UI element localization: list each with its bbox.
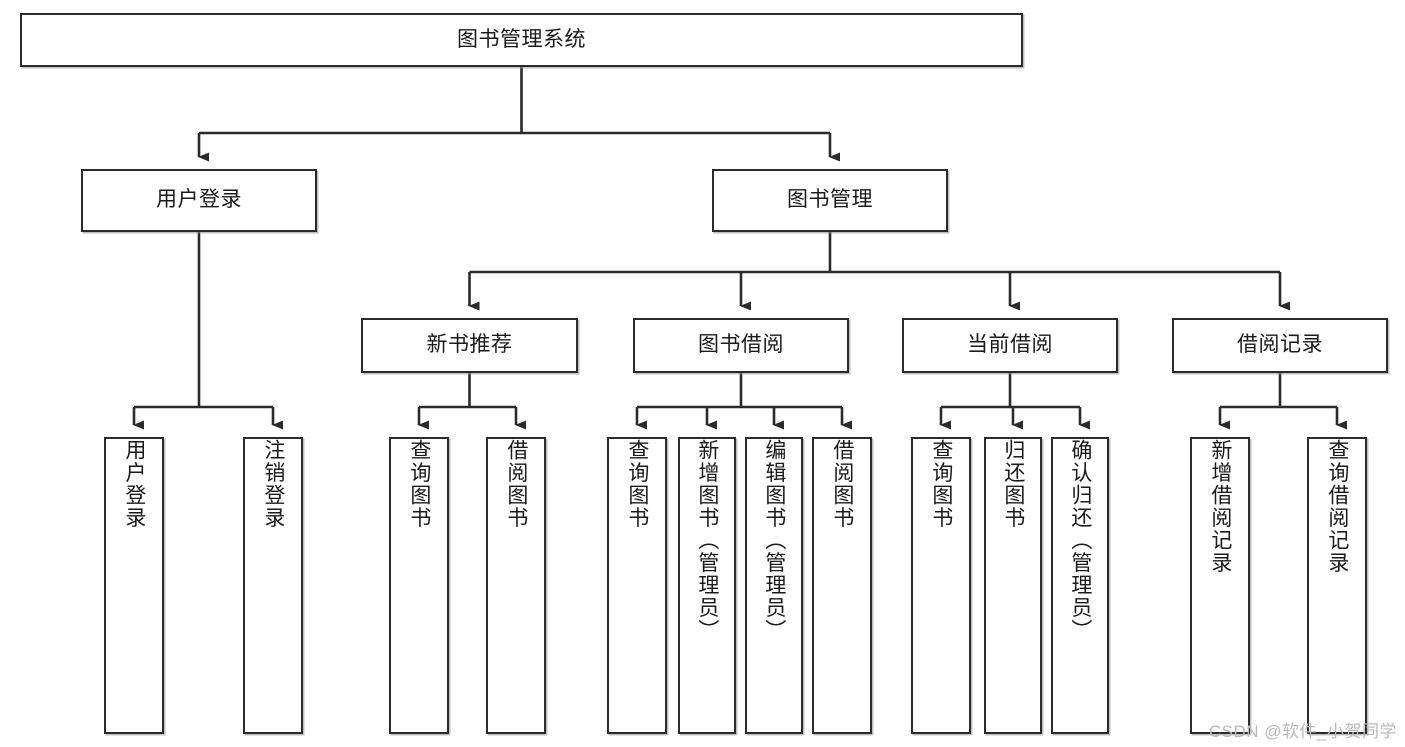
node-root-label: 图书管理系统 xyxy=(457,27,586,51)
node-leaf-add-borrow-record-label: 新增借阅记录 xyxy=(1208,439,1232,574)
node-leaf-return-book-label: 归还图书 xyxy=(1001,439,1025,529)
node-leaf-query-borrow-record-label: 查询借阅记录 xyxy=(1325,439,1349,574)
node-borrow-record-label: 借阅记录 xyxy=(1237,333,1323,357)
node-user-login-label: 用户登录 xyxy=(156,188,242,212)
node-leaf-user-login[interactable]: 用户登录 xyxy=(104,437,164,734)
node-book-borrow[interactable]: 图书借阅 xyxy=(633,318,849,373)
node-user-login[interactable]: 用户登录 xyxy=(81,169,317,232)
node-current-borrow[interactable]: 当前借阅 xyxy=(902,318,1118,373)
node-leaf-query-book-borrow[interactable]: 查询图书 xyxy=(607,437,667,734)
node-leaf-borrow-book-rec-label: 借阅图书 xyxy=(504,439,528,529)
node-book-borrow-label: 图书借阅 xyxy=(698,333,784,357)
node-leaf-borrow-book-label: 借阅图书 xyxy=(830,439,854,529)
node-book-manage-label: 图书管理 xyxy=(787,188,873,212)
node-root[interactable]: 图书管理系统 xyxy=(20,13,1023,67)
node-leaf-edit-book-admin[interactable]: 编辑图书（管理员） xyxy=(745,437,803,734)
csdn-watermark: CSDN @软件_小贺同学 xyxy=(1208,722,1397,741)
node-leaf-confirm-return-admin[interactable]: 确认归还（管理员） xyxy=(1051,437,1109,734)
node-leaf-add-book-admin-label: 新增图书（管理员） xyxy=(695,439,719,642)
node-leaf-user-logout[interactable]: 注销登录 xyxy=(243,437,303,734)
node-leaf-user-login-label: 用户登录 xyxy=(122,439,146,529)
node-leaf-add-book-admin[interactable]: 新增图书（管理员） xyxy=(678,437,736,734)
node-leaf-borrow-book-rec[interactable]: 借阅图书 xyxy=(486,437,546,734)
node-current-borrow-label: 当前借阅 xyxy=(967,333,1053,357)
node-leaf-return-book[interactable]: 归还图书 xyxy=(984,437,1042,734)
node-leaf-query-book-borrow-label: 查询图书 xyxy=(625,439,649,529)
node-new-book-recommend[interactable]: 新书推荐 xyxy=(361,318,578,373)
node-leaf-query-book-rec[interactable]: 查询图书 xyxy=(389,437,449,734)
node-leaf-query-borrow-record[interactable]: 查询借阅记录 xyxy=(1307,437,1367,734)
node-borrow-record[interactable]: 借阅记录 xyxy=(1172,318,1388,373)
node-leaf-query-book-current-label: 查询图书 xyxy=(929,439,953,529)
node-book-manage[interactable]: 图书管理 xyxy=(712,169,948,232)
node-leaf-query-book-rec-label: 查询图书 xyxy=(407,439,431,529)
node-leaf-add-borrow-record[interactable]: 新增借阅记录 xyxy=(1190,437,1250,734)
node-leaf-user-logout-label: 注销登录 xyxy=(261,439,285,529)
node-new-book-recommend-label: 新书推荐 xyxy=(426,333,513,357)
node-leaf-query-book-current[interactable]: 查询图书 xyxy=(911,437,971,734)
node-leaf-confirm-return-admin-label: 确认归还（管理员） xyxy=(1068,439,1092,642)
node-leaf-edit-book-admin-label: 编辑图书（管理员） xyxy=(762,439,786,642)
node-leaf-borrow-book[interactable]: 借阅图书 xyxy=(812,437,872,734)
